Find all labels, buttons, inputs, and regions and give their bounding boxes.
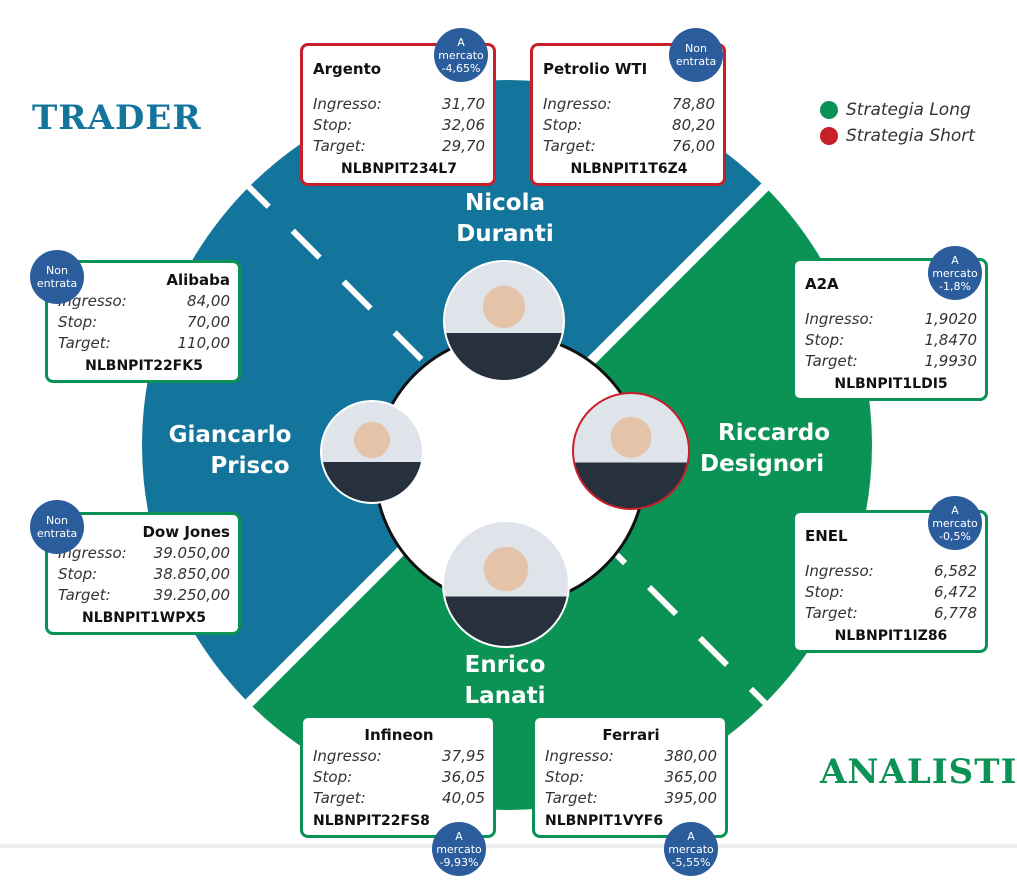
- photo-nicola-duranti: [443, 260, 565, 382]
- status-badge: A mercato -0,5%: [928, 496, 982, 550]
- isin-code: NLBNPIT22FK5: [85, 358, 203, 374]
- row-target: Target:76,00: [543, 137, 715, 155]
- row-stop: Stop:38.850,00: [58, 565, 230, 583]
- row-target: Target:395,00: [545, 789, 717, 807]
- card-title: Argento: [313, 60, 382, 78]
- row-stop: Stop:36,05: [313, 768, 485, 786]
- legend-long: Strategia Long: [820, 100, 975, 120]
- isin-code: NLBNPIT1LDI5: [834, 376, 948, 392]
- legend: Strategia Long Strategia Short: [820, 100, 975, 152]
- photo-giancarlo-prisco: [320, 400, 424, 504]
- row-ingresso: Ingresso:1,9020: [805, 310, 977, 328]
- status-badge: A mercato -9,93%: [432, 822, 486, 876]
- card-title: Ferrari: [602, 726, 660, 744]
- card-title: Infineon: [364, 726, 434, 744]
- row-ingresso: Ingresso:78,80: [543, 95, 715, 113]
- row-ingresso: Ingresso:84,00: [58, 292, 230, 310]
- isin-code: NLBNPIT1IZ86: [834, 628, 948, 644]
- status-badge: A mercato -5,55%: [664, 822, 718, 876]
- isin-code: NLBNPIT234L7: [341, 161, 457, 177]
- row-stop: Stop:32,06: [313, 116, 485, 134]
- red-dot-icon: [820, 127, 838, 145]
- isin-code: NLBNPIT22FS8: [313, 813, 430, 829]
- row-target: Target:39.250,00: [58, 586, 230, 604]
- photo-enrico-lanati: [442, 520, 570, 648]
- row-target: Target:40,05: [313, 789, 485, 807]
- row-target: Target:6,778: [805, 604, 977, 622]
- trader-logo: TRADER: [32, 98, 202, 138]
- status-badge: A mercato -4,65%: [434, 28, 488, 82]
- analisti-logo: ANALISTI: [820, 752, 1017, 792]
- card-title: Dow Jones: [142, 523, 230, 541]
- row-ingresso: Ingresso:31,70: [313, 95, 485, 113]
- row-target: Target:110,00: [58, 334, 230, 352]
- status-badge: Non entrata: [30, 500, 84, 554]
- card-title: ENEL: [805, 527, 848, 545]
- photo-riccardo-designori: [572, 392, 690, 510]
- isin-code: NLBNPIT1VYF6: [545, 813, 664, 829]
- row-ingresso: Ingresso:6,582: [805, 562, 977, 580]
- row-stop: Stop:70,00: [58, 313, 230, 331]
- legend-short: Strategia Short: [820, 126, 975, 146]
- row-stop: Stop:365,00: [545, 768, 717, 786]
- isin-code: NLBNPIT1T6Z4: [570, 161, 688, 177]
- card-title: A2A: [805, 275, 839, 293]
- row-stop: Stop:80,20: [543, 116, 715, 134]
- row-ingresso: Ingresso:39.050,00: [58, 544, 230, 562]
- isin-code: NLBNPIT1WPX5: [81, 610, 207, 626]
- row-target: Target:29,70: [313, 137, 485, 155]
- green-dot-icon: [820, 101, 838, 119]
- status-badge: A mercato -1,8%: [928, 246, 982, 300]
- card-title: Alibaba: [166, 271, 230, 289]
- card-title: Petrolio WTI: [543, 60, 648, 78]
- row-stop: Stop:1,8470: [805, 331, 977, 349]
- row-ingresso: Ingresso:37,95: [313, 747, 485, 765]
- status-badge: Non entrata: [30, 250, 84, 304]
- row-ingresso: Ingresso:380,00: [545, 747, 717, 765]
- status-badge: Non entrata: [669, 28, 723, 82]
- row-target: Target:1,9930: [805, 352, 977, 370]
- row-stop: Stop:6,472: [805, 583, 977, 601]
